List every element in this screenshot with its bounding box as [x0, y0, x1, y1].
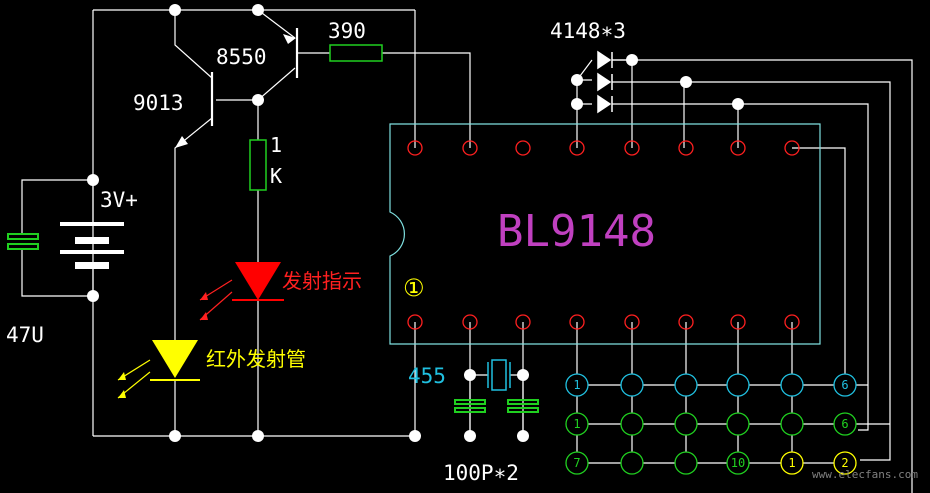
- capacitors-100p: [454, 399, 539, 413]
- key-r3-c5: 1: [788, 456, 795, 470]
- label-100p: 100P∗2: [443, 461, 519, 485]
- battery-3v: [60, 222, 124, 269]
- label-8550: 8550: [216, 45, 267, 69]
- key-r2-c1: 1: [573, 417, 580, 431]
- pin1-marker: ①: [403, 274, 425, 302]
- transistor-8550-arrow: [283, 34, 296, 44]
- keypad-row-1: [565, 373, 857, 397]
- watermark: www.elecfans.com: [812, 468, 918, 481]
- label-4148: 4148∗3: [550, 19, 626, 43]
- key-r1-c6: 6: [841, 378, 848, 392]
- resistor-1k: [249, 139, 267, 191]
- ic-pins-bottom: [407, 314, 800, 330]
- key-r3-c1: 7: [573, 456, 580, 470]
- label-led-ir: 红外发射管: [206, 347, 306, 371]
- capacitor-47u: [7, 233, 39, 250]
- led-indicator: [199, 262, 284, 321]
- wires: [21, 9, 913, 493]
- ic-pins-top: [407, 140, 800, 156]
- keypad-row-3-yellow: [780, 451, 857, 475]
- keypad-row-2: [565, 412, 857, 436]
- key-r3-c4: 10: [731, 456, 745, 470]
- label-390: 390: [328, 19, 366, 43]
- label-1k-2: K: [270, 164, 282, 188]
- keypad-row-3: [565, 451, 750, 475]
- ic-bl9148-body: [389, 123, 821, 345]
- resistor-390: [329, 44, 383, 62]
- led-infrared: [117, 340, 200, 399]
- label-led-indicator: 发射指示: [282, 269, 362, 293]
- key-r2-c6: 6: [841, 417, 848, 431]
- label-3v: 3V+: [100, 188, 138, 212]
- label-9013: 9013: [133, 91, 184, 115]
- key-r3-c6: 2: [841, 456, 848, 470]
- junction-dots: [87, 4, 744, 442]
- transistor-9013-arrow: [175, 136, 188, 148]
- ic-name: BL9148: [497, 206, 656, 257]
- label-455: 455: [408, 364, 446, 388]
- label-47u: 47U: [6, 323, 44, 347]
- diodes-4148: [597, 50, 613, 114]
- crystal-455: [487, 359, 511, 391]
- key-r1-c1: 1: [573, 378, 580, 392]
- label-1k-1: 1: [270, 133, 282, 157]
